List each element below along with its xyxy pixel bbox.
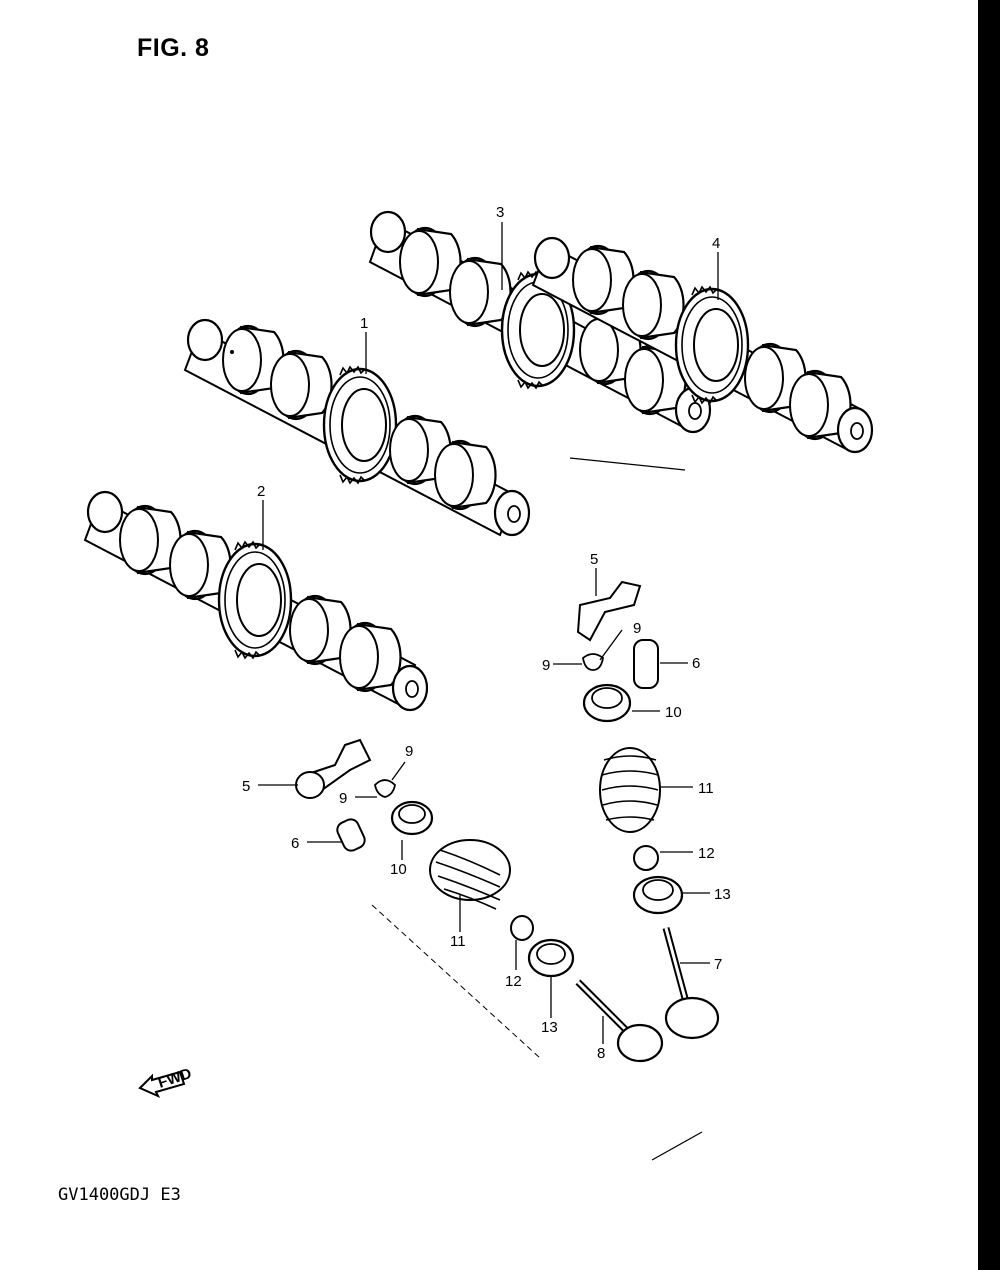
camshaft-1	[183, 318, 531, 537]
scan-edge-bar	[978, 0, 1000, 1270]
valve-left	[575, 979, 664, 1063]
figure-title: FIG. 8	[137, 34, 210, 62]
camshaft-2	[83, 490, 429, 712]
camshaft-4	[531, 236, 874, 454]
cotter-right	[582, 653, 604, 671]
rocker-arm-left	[295, 738, 372, 799]
callout-10-left: 10	[390, 861, 407, 878]
callout-5-right: 5	[590, 551, 598, 568]
callout-9-left-b: 9	[405, 743, 413, 760]
callout-13-right: 13	[714, 886, 731, 903]
fwd-label: FWD	[156, 1065, 194, 1092]
model-code: GV1400GDJ E3	[58, 1185, 181, 1205]
spring-seat-right	[632, 875, 684, 915]
callout-1: 1	[360, 315, 368, 332]
valve-seal-left	[510, 915, 534, 941]
callout-6-right: 6	[692, 655, 700, 672]
callout-11-left: 11	[450, 933, 466, 950]
fwd-arrow-icon: FWD	[138, 1065, 194, 1099]
spring-left	[429, 839, 511, 910]
callout-5-left: 5	[242, 778, 250, 795]
callout-9-right-b: 9	[633, 620, 641, 637]
valve-right	[662, 927, 720, 1040]
callout-2: 2	[257, 483, 265, 500]
callout-6-left: 6	[291, 835, 299, 852]
callout-9-left-a: 9	[339, 790, 347, 807]
leader-lines	[258, 222, 719, 1044]
valve-seal-right	[633, 845, 659, 871]
adjuster-left	[336, 818, 366, 852]
spring-seat-left	[527, 938, 575, 978]
adjuster-right	[633, 639, 659, 689]
callout-9-right-a: 9	[542, 657, 550, 674]
callout-11-right: 11	[698, 780, 714, 797]
callout-10-right: 10	[665, 704, 682, 721]
callout-13-left: 13	[541, 1019, 558, 1036]
callout-3: 3	[496, 204, 504, 221]
callout-12-left: 12	[505, 973, 522, 990]
retainer-right	[582, 683, 632, 723]
cotter-left	[374, 779, 396, 798]
callout-12-right: 12	[698, 845, 715, 862]
retainer-left	[390, 800, 434, 836]
spring-right	[599, 747, 661, 833]
callout-7: 7	[714, 956, 722, 973]
rocker-arm-right	[576, 580, 642, 642]
callout-4: 4	[712, 235, 720, 252]
callout-8: 8	[597, 1045, 605, 1062]
